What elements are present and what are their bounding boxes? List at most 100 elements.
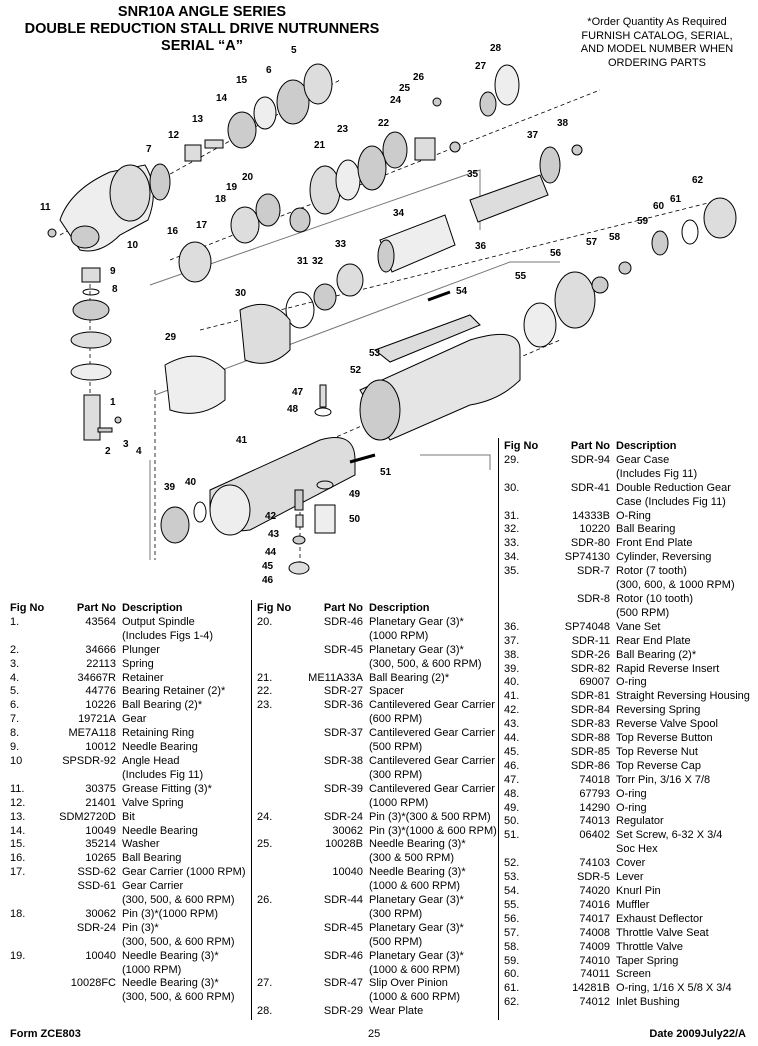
order-note-line-3: AND MODEL NUMBER WHEN (580, 43, 734, 55)
description-cell: O-ring, 1/16 X 5/8 X 3/4 (616, 982, 732, 995)
description-cell: (Includes Figs 1-4) (122, 629, 214, 642)
table-row: (300 RPM) (257, 769, 497, 783)
table-header: Fig No Part No Description (504, 440, 752, 454)
part-number-cell: 74009 (579, 940, 610, 953)
table-row: (300, 500, & 600 RPM) (10, 894, 250, 908)
callout-54: 54 (456, 286, 468, 297)
description-cell: Ball Bearing (616, 523, 676, 536)
fig-cell: 1. (10, 615, 20, 628)
fig-cell: 33. (504, 537, 520, 550)
part-number-cell: 34666 (85, 643, 116, 656)
part-number-cell: 10265 (85, 852, 116, 865)
callout-34: 34 (393, 208, 405, 219)
description-cell: Double Reduction Gear (616, 481, 731, 494)
part-number-cell: SDR-94 (570, 453, 610, 466)
fig-cell: 15. (10, 838, 26, 851)
part-number-cell: 74010 (579, 954, 610, 967)
table-row: (500 RPM) (257, 936, 497, 950)
fig-cell: 21. (257, 671, 273, 684)
fig-cell: 55. (504, 898, 520, 911)
description-cell: (600 RPM) (369, 713, 423, 726)
part-number-cell (297, 658, 369, 672)
callout-31: 31 (297, 256, 309, 267)
part-number-cell: SDR-5 (576, 871, 610, 884)
table-row: 58. 74009 Throttle Valve (504, 941, 752, 955)
part-number-cell: 74012 (579, 996, 610, 1009)
description-cell: (300, 600, & 1000 RPM) (616, 579, 735, 592)
description-cell: Wear Plate (369, 1005, 424, 1018)
callout-24: 24 (390, 95, 402, 106)
description-cell: Soc Hex (616, 843, 658, 856)
callout-43: 43 (268, 529, 280, 540)
fig-cell (504, 843, 544, 857)
callout-60: 60 (653, 201, 665, 212)
fig-cell: 48. (504, 787, 520, 800)
description-cell: (300 & 500 RPM) (369, 852, 454, 865)
table-row: (300 RPM) (257, 908, 497, 922)
description-cell: Taper Spring (616, 954, 679, 967)
fig-cell (10, 991, 50, 1005)
callout-47: 47 (292, 387, 304, 398)
part-number-cell (297, 769, 369, 783)
header-part: Part No (76, 602, 116, 614)
fig-cell: 51. (504, 829, 520, 842)
part-number-cell: 34667R (77, 671, 116, 684)
exploded-parts-diagram: 5 6 15 14 13 12 7 28 27 26 25 24 22 23 2… (40, 43, 737, 586)
callout-29: 29 (165, 332, 177, 343)
page-number: 25 (368, 1028, 381, 1040)
description-cell: (500 RPM) (369, 741, 423, 754)
description-cell: O-ring (616, 801, 647, 814)
part-number-cell: SDR-82 (570, 662, 610, 675)
order-note-line-1: *Order Quantity As Required (587, 16, 727, 28)
part-number-cell: 10040 (85, 949, 116, 962)
description-cell: Needle Bearing (122, 824, 198, 837)
fig-cell: 59. (504, 954, 520, 967)
description-cell: Vane Set (616, 620, 661, 633)
callout-20: 20 (242, 172, 254, 183)
fig-cell: 58. (504, 940, 520, 953)
description-cell: Throttle Valve (616, 940, 684, 953)
table-row: (1000 RPM) (10, 964, 250, 978)
description-cell: Pin (3)*(1000 & 600 RPM) (369, 824, 497, 837)
part-number-cell: 30375 (85, 782, 116, 795)
part-number-cell: SDR-41 (570, 481, 610, 494)
fig-cell (10, 880, 50, 894)
description-cell: Retaining Ring (122, 727, 195, 740)
description-cell: Planetary Gear (3)* (369, 615, 464, 628)
part-number-cell: SDR-45 (323, 643, 363, 656)
part-number-cell (297, 852, 369, 866)
description-cell: Angle Head (122, 754, 180, 767)
callout-11a: 11 (40, 202, 51, 213)
description-cell: Top Reverse Nut (616, 745, 698, 758)
table-row: (Includes Fig 11) (504, 468, 752, 482)
fig-cell: 2. (10, 643, 20, 656)
callout-17: 17 (196, 220, 208, 231)
callout-10: 10 (127, 240, 139, 251)
part-number-cell (297, 797, 369, 811)
fig-cell: 24. (257, 810, 273, 823)
fig-cell (257, 741, 297, 755)
fig-cell: 4. (10, 671, 20, 684)
callout-2: 2 (105, 446, 111, 457)
callout-44: 44 (265, 547, 277, 558)
fig-cell: 38. (504, 648, 520, 661)
table-row: (300, 500, & 600 RPM) (257, 658, 497, 672)
part-number-cell: 74013 (579, 815, 610, 828)
part-number-cell: ME11A33A (308, 671, 363, 684)
callout-32: 32 (312, 256, 324, 267)
